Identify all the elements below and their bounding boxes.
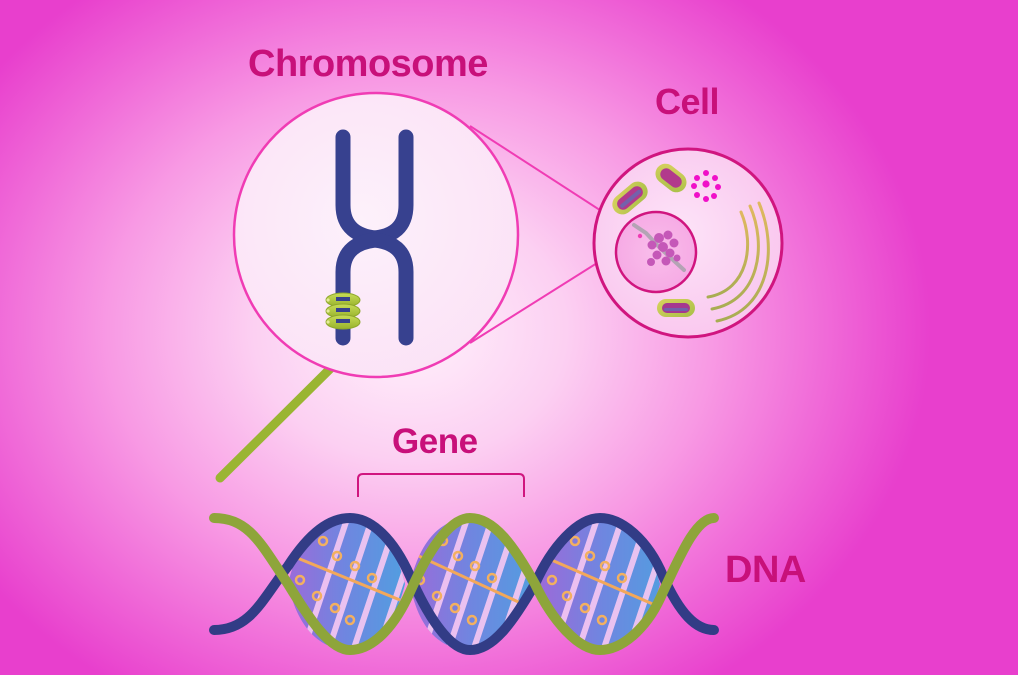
endoplasmic-reticulum-icon xyxy=(706,201,770,323)
ribosome-cluster-icon xyxy=(691,170,721,202)
nucleus-icon xyxy=(614,210,698,294)
dna-label: DNA xyxy=(725,549,806,591)
cell-label: Cell xyxy=(655,81,720,122)
gene-label: Gene xyxy=(392,422,478,461)
base-pair-block-2 xyxy=(410,518,533,650)
cell-diagram xyxy=(592,147,784,339)
chromatin-coil-icon xyxy=(325,292,361,330)
chromosome-label: Chromosome xyxy=(248,43,488,85)
mitochondrion-icon xyxy=(612,163,695,317)
dna-strand-navy xyxy=(209,512,719,656)
nucleolus-icon xyxy=(647,230,681,266)
dna-double-helix xyxy=(209,512,719,656)
gene-bracket xyxy=(357,473,525,497)
base-pair-block-1 xyxy=(288,518,405,650)
dna-strand-green xyxy=(209,512,719,656)
chromosome-icon xyxy=(335,129,414,346)
chromosome-dna-connector xyxy=(215,352,347,483)
